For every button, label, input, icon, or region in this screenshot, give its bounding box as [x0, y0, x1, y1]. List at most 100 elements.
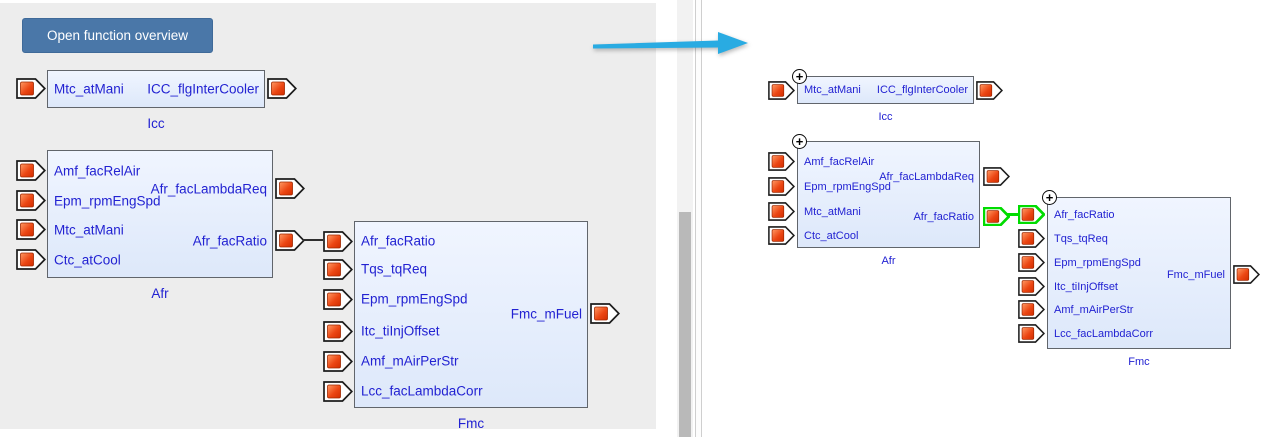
output-port-icon[interactable] — [976, 81, 1003, 100]
function-block-fmc[interactable]: Afr_facRatio Tqs_tqReq Epm_rpmEngSpd Itc… — [323, 221, 620, 431]
input-port-icon[interactable] — [16, 160, 46, 181]
port-shape — [1018, 324, 1045, 343]
input-label: Ctc_atCool — [54, 252, 121, 268]
port-shape — [1017, 204, 1046, 225]
output-port-icon[interactable] — [590, 303, 620, 324]
scrollbar-thumb[interactable] — [679, 212, 691, 437]
input-port-icon[interactable] — [1018, 300, 1045, 319]
input-label: Tqs_tqReq — [361, 261, 428, 277]
output-label: Afr_facLambdaReq — [879, 171, 974, 183]
port-shape — [768, 226, 795, 245]
transition-arrow-icon — [593, 32, 748, 54]
port-shape — [768, 81, 795, 100]
port-shape — [323, 289, 353, 310]
port-shape — [267, 78, 297, 99]
input-label: Mtc_atMani — [54, 81, 124, 97]
port-shape — [323, 259, 353, 280]
input-label: Amf_facRelAir — [804, 156, 875, 168]
port-shape — [16, 78, 46, 99]
input-port-icon[interactable] — [16, 190, 46, 211]
output-label: Afr_facLambdaReq — [150, 181, 267, 197]
input-port-icon[interactable] — [16, 249, 46, 270]
input-port-icon[interactable] — [768, 202, 795, 221]
output-port-icon[interactable] — [267, 78, 297, 99]
input-port-icon[interactable] — [768, 226, 795, 245]
output-port-icon[interactable] — [275, 230, 305, 251]
expand-icon[interactable]: + — [1042, 190, 1057, 205]
signal-connection[interactable] — [303, 239, 323, 241]
output-port-icon[interactable] — [983, 167, 1010, 186]
port-shape — [323, 351, 353, 372]
block-name-label: Afr — [881, 255, 896, 267]
input-port-icon[interactable] — [1018, 324, 1045, 343]
port-shape — [768, 177, 795, 196]
input-label: Mtc_atMani — [804, 84, 861, 96]
panel-splitter[interactable] — [695, 0, 702, 437]
open-function-overview-label: Open function overview — [46, 28, 189, 43]
output-label: Afr_facRatio — [913, 211, 974, 223]
port-shape — [983, 167, 1010, 186]
input-label: Epm_rpmEngSpd — [1054, 257, 1141, 269]
output-label: ICC_flgInterCooler — [876, 84, 968, 96]
function-overview-panel: Open function overview Mtc_atMani ICC_fl… — [0, 3, 656, 431]
function-block-fmc-detail[interactable]: + — [1017, 190, 1260, 368]
input-port-icon[interactable] — [323, 351, 353, 372]
function-block-icc-detail[interactable]: + Mtc_atMani ICC_flgInterCooler Icc — [768, 69, 1003, 123]
input-port-icon[interactable] — [768, 81, 795, 100]
input-port-icon-highlighted[interactable] — [1017, 204, 1046, 225]
input-port-icon[interactable] — [768, 152, 795, 171]
input-label: Epm_rpmEngSpd — [361, 291, 468, 307]
expand-icon[interactable]: + — [792, 134, 807, 149]
port-shape — [768, 152, 795, 171]
port-shape — [1018, 300, 1045, 319]
port-shape — [976, 81, 1003, 100]
function-block-afr[interactable]: Amf_facRelAir Epm_rpmEngSpd Mtc_atMani C… — [16, 150, 305, 301]
input-port-icon[interactable] — [768, 177, 795, 196]
input-label: Epm_rpmEngSpd — [54, 193, 161, 209]
port-shape — [16, 249, 46, 270]
port-shape — [275, 230, 305, 251]
function-block-icc[interactable]: Mtc_atMani ICC_flgInterCooler Icc — [16, 70, 297, 131]
input-port-icon[interactable] — [16, 78, 46, 99]
input-port-icon[interactable] — [323, 381, 353, 402]
input-label: Lcc_facLambdaCorr — [361, 383, 483, 399]
input-label: Mtc_atMani — [54, 222, 124, 238]
input-label: Epm_rpmEngSpd — [804, 181, 891, 193]
input-label: Itc_tiInjOffset — [1054, 281, 1118, 293]
output-port-icon-highlighted[interactable] — [982, 206, 1011, 227]
input-label: Afr_facRatio — [1054, 209, 1115, 221]
output-port-icon[interactable] — [275, 178, 305, 199]
block-name-label: Fmc — [457, 416, 485, 431]
port-shape — [982, 206, 1011, 227]
block-name-label: Icc — [147, 116, 165, 131]
input-label: Tqs_tqReq — [1054, 233, 1108, 245]
input-label: Amf_mAirPerStr — [1054, 304, 1134, 316]
vertical-scrollbar[interactable] — [677, 0, 693, 437]
input-label: Afr_facRatio — [361, 233, 436, 249]
port-shape — [16, 160, 46, 181]
port-shape — [1018, 277, 1045, 296]
output-port-icon[interactable] — [1233, 265, 1260, 284]
input-port-icon[interactable] — [1018, 253, 1045, 272]
input-port-icon[interactable] — [1018, 277, 1045, 296]
port-shape — [323, 321, 353, 342]
port-shape — [1018, 253, 1045, 272]
port-shape — [1233, 265, 1260, 284]
port-shape — [16, 219, 46, 240]
input-port-icon[interactable] — [16, 219, 46, 240]
expand-icon[interactable]: + — [792, 69, 807, 84]
port-shape — [16, 190, 46, 211]
input-port-icon[interactable] — [323, 259, 353, 280]
port-shape — [323, 231, 353, 252]
function-block-afr-detail[interactable]: + — [768, 134, 1011, 267]
input-port-icon[interactable] — [323, 321, 353, 342]
port-shape — [590, 303, 620, 324]
signal-connection-highlighted[interactable] — [1007, 213, 1022, 216]
open-function-overview-button[interactable]: Open function overview — [22, 18, 213, 53]
port-shape — [768, 202, 795, 221]
input-port-icon[interactable] — [1018, 229, 1045, 248]
input-port-icon[interactable] — [323, 289, 353, 310]
block-name-label: Afr — [151, 286, 169, 301]
input-label: Lcc_facLambdaCorr — [1054, 328, 1154, 340]
input-port-icon[interactable] — [323, 231, 353, 252]
